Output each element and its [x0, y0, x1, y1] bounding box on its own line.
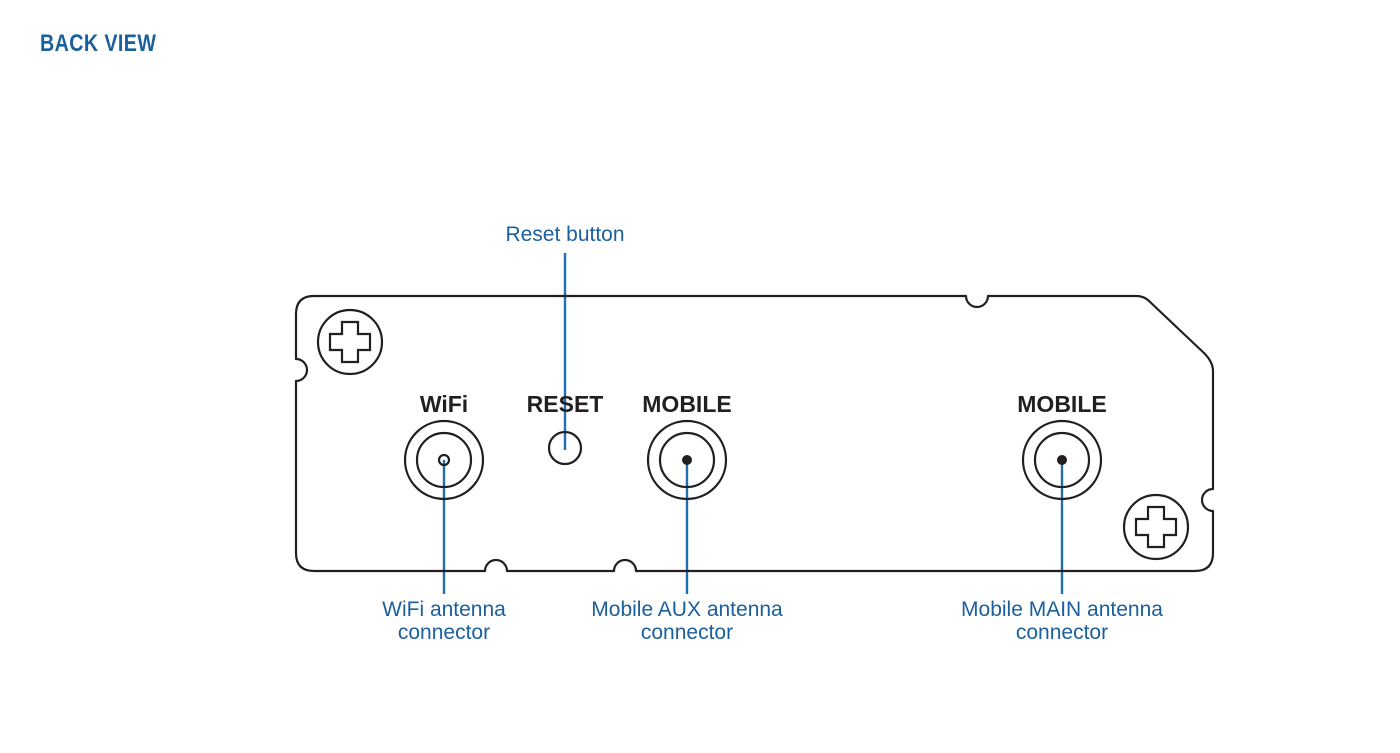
- silkscreen-label-reset: RESET: [527, 391, 604, 417]
- screw-bottom-right: [1122, 493, 1190, 561]
- callout-wifi-antenna-connector-line1: WiFi antenna: [382, 598, 506, 621]
- callout-mobile-aux-antenna-connector-line2: connector: [641, 621, 733, 644]
- callout-reset-button: Reset button: [505, 223, 624, 246]
- callout-mobile-main-antenna-connector-line2: connector: [1016, 621, 1108, 644]
- callout-mobile-aux-antenna-connector-line1: Mobile AUX antenna: [591, 598, 783, 621]
- mobile-aux-connector: [646, 419, 728, 501]
- mobile-main-connector: [1021, 419, 1103, 501]
- silkscreen-label-mobile-main: MOBILE: [1017, 391, 1106, 417]
- device-outline: [294, 294, 1215, 573]
- leader-lines: [442, 253, 1064, 594]
- reset-button-hole: [547, 430, 583, 466]
- silkscreen-label-mobile-aux: MOBILE: [642, 391, 731, 417]
- silkscreen-label-wifi: WiFi: [420, 391, 468, 417]
- callout-mobile-main-antenna-connector-line1: Mobile MAIN antenna: [961, 598, 1163, 621]
- callout-wifi-antenna-connector-line2: connector: [398, 621, 490, 644]
- page-title: BACK VIEW: [40, 30, 157, 57]
- screw-top-left: [316, 308, 384, 376]
- wifi-connector: [403, 419, 485, 501]
